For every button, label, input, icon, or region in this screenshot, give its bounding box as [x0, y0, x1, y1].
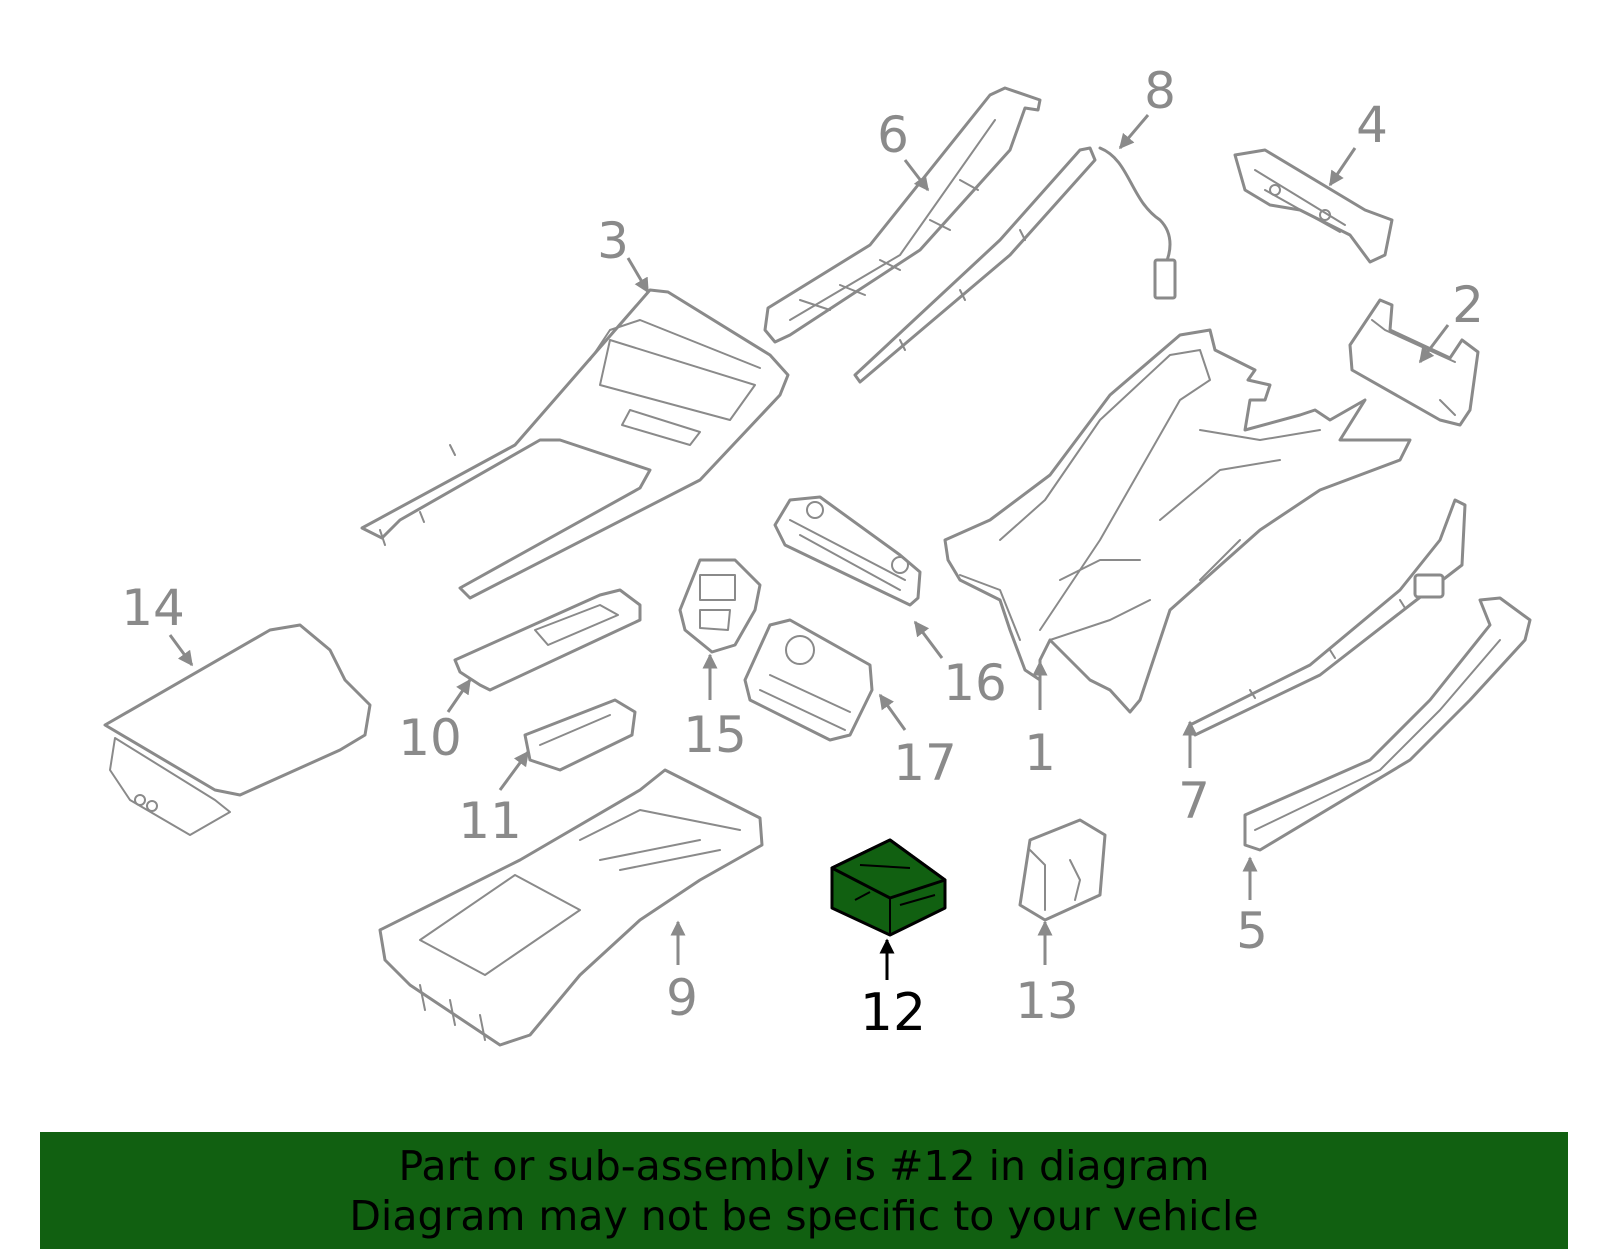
- leader-17: [878, 693, 907, 731]
- callout-8: 8: [1144, 62, 1176, 120]
- part-11-small-tray[interactable]: [523, 698, 637, 772]
- banner-line-2: Diagram may not be specific to your vehi…: [349, 1191, 1259, 1240]
- callout-13: 13: [1015, 972, 1079, 1030]
- leader-14: [168, 634, 194, 667]
- part-6-trim-strip[interactable]: [763, 86, 1042, 344]
- banner-line-1: Part or sub-assembly is #12 in diagram: [398, 1141, 1210, 1190]
- leader-6: [903, 159, 930, 192]
- part-3-console-trim[interactable]: [360, 288, 790, 600]
- part-12-highlighted-module[interactable]: [830, 838, 947, 937]
- part-7-trim-strip[interactable]: [1188, 498, 1467, 737]
- callout-7: 7: [1178, 772, 1210, 830]
- callout-9: 9: [666, 969, 698, 1027]
- leader-16: [913, 620, 944, 659]
- leader-11: [498, 750, 530, 791]
- leader-4: [1328, 147, 1357, 187]
- callout-4: 4: [1356, 96, 1388, 154]
- callout-1: 1: [1024, 724, 1056, 782]
- callout-5: 5: [1236, 902, 1268, 960]
- callout-2: 2: [1452, 276, 1484, 334]
- callout-3: 3: [597, 212, 629, 270]
- leader-3: [626, 257, 650, 294]
- part-8-wire-harness[interactable]: [853, 146, 1177, 384]
- part-4-bracket[interactable]: [1233, 148, 1394, 264]
- part-14-armrest[interactable]: [103, 623, 372, 836]
- part-10-tray[interactable]: [453, 588, 642, 692]
- part-1-console-body[interactable]: [943, 328, 1412, 714]
- callout-6: 6: [877, 106, 909, 164]
- part-5-side-trim[interactable]: [1243, 596, 1532, 852]
- part-16-switch-panel[interactable]: [773, 495, 922, 607]
- part-15-switch[interactable]: [678, 558, 762, 654]
- callout-16: 16: [943, 654, 1007, 712]
- callout-11: 11: [458, 792, 522, 850]
- part-13-module[interactable]: [1018, 818, 1107, 922]
- leader-2: [1418, 324, 1450, 364]
- part-9-lower-housing[interactable]: [378, 768, 764, 1047]
- callout-17: 17: [893, 734, 957, 792]
- callout-15: 15: [683, 706, 747, 764]
- callout-10: 10: [398, 709, 462, 767]
- part-17-controller[interactable]: [743, 618, 874, 742]
- callout-12: 12: [860, 983, 926, 1043]
- leader-10: [446, 678, 472, 713]
- info-banner: Part or sub-assembly is #12 in diagram D…: [40, 1132, 1568, 1249]
- callout-14: 14: [121, 579, 185, 637]
- leader-8: [1118, 114, 1150, 150]
